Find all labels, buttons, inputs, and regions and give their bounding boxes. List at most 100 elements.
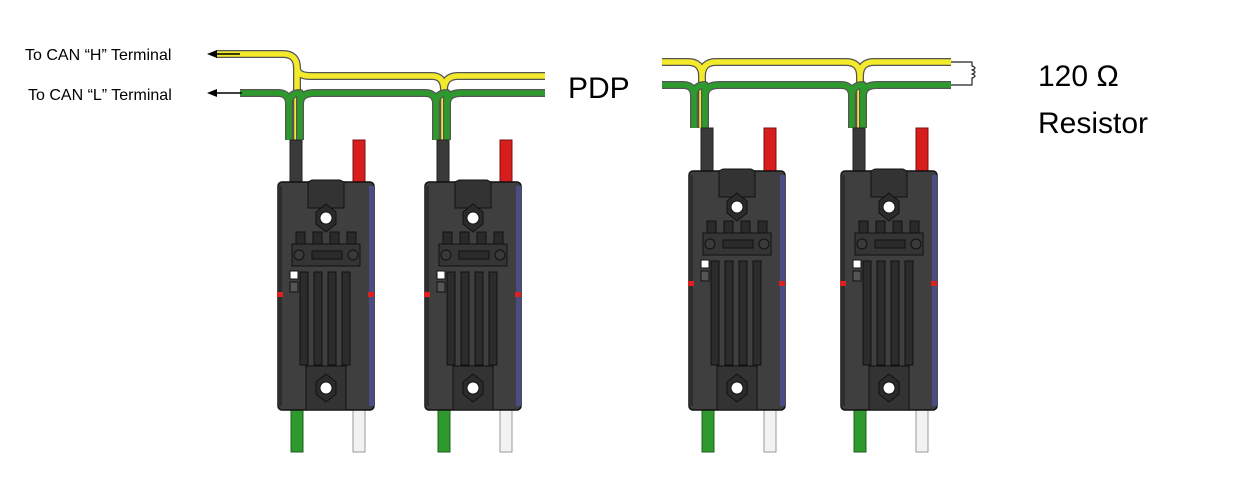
top-mount-tab xyxy=(718,168,756,198)
right-indicator xyxy=(515,292,521,297)
ground-wire xyxy=(915,405,929,453)
top-mount-hole xyxy=(882,200,896,214)
top-rib xyxy=(346,231,357,245)
power-wire xyxy=(763,127,777,176)
resistor-value-label: 120 Ω xyxy=(1038,60,1119,93)
ground-side-wire xyxy=(701,405,715,453)
vent-slot xyxy=(341,271,351,366)
status-square xyxy=(852,259,862,269)
device-left-edge xyxy=(841,175,845,406)
top-rib xyxy=(740,220,751,234)
ground-wire xyxy=(499,405,513,453)
status-square xyxy=(289,270,299,280)
right-indicator xyxy=(368,292,374,297)
right-wiring xyxy=(662,58,976,128)
can-wire-sleeve xyxy=(852,127,866,176)
label-slot xyxy=(722,239,754,249)
top-rib xyxy=(706,220,717,234)
left-indicator xyxy=(840,281,846,286)
top-rib xyxy=(329,231,340,245)
can-h-wire-left xyxy=(216,50,545,140)
top-rib xyxy=(442,231,453,245)
bottom-mount-hole xyxy=(466,381,480,395)
vent-slot xyxy=(752,260,762,366)
device-side-edge xyxy=(780,175,785,406)
power-wire xyxy=(915,127,929,176)
top-rib xyxy=(723,220,734,234)
right-screw-icon xyxy=(910,238,922,250)
can-wire-sleeve xyxy=(700,127,714,176)
can-wire-sleeve xyxy=(436,139,450,187)
pdp-label: PDP xyxy=(568,72,630,105)
can-device-3 xyxy=(688,127,786,453)
can-device-2 xyxy=(424,139,522,453)
left-screw-icon xyxy=(440,249,452,261)
can-device-4 xyxy=(840,127,938,453)
can-h-wire-right xyxy=(662,58,951,128)
vent-slot xyxy=(313,271,323,366)
right-screw-icon xyxy=(347,249,359,261)
resistor-icon xyxy=(951,61,976,86)
top-rib xyxy=(858,220,869,234)
top-rib xyxy=(909,220,920,234)
bottom-mount-hole xyxy=(319,381,333,395)
ground-wire xyxy=(352,405,366,453)
can-device-1 xyxy=(277,139,375,453)
top-mount-hole xyxy=(319,211,333,225)
resistor-word-label: Resistor xyxy=(1038,107,1148,140)
top-rib xyxy=(295,231,306,245)
power-wire xyxy=(352,139,366,187)
vent-slot xyxy=(327,271,337,366)
left-screw-icon xyxy=(856,238,868,250)
top-mount-tab xyxy=(870,168,908,198)
ground-side-wire xyxy=(290,405,304,453)
right-screw-icon xyxy=(758,238,770,250)
vent-slot xyxy=(904,260,914,366)
can-l-wire-right xyxy=(662,81,951,128)
top-mount-tab xyxy=(307,179,345,209)
top-rib xyxy=(459,231,470,245)
vent-slot xyxy=(474,271,484,366)
bottom-mount-hole xyxy=(730,381,744,395)
device-side-edge xyxy=(932,175,937,406)
vent-slot xyxy=(488,271,498,366)
vent-slot xyxy=(460,271,470,366)
id-mark xyxy=(436,281,446,293)
label-slot xyxy=(458,250,490,260)
top-rib xyxy=(312,231,323,245)
can-l-arrow-icon xyxy=(207,89,242,97)
bottom-mount-hole xyxy=(882,381,896,395)
vent-slot xyxy=(710,260,720,366)
left-indicator xyxy=(688,281,694,286)
power-wire xyxy=(499,139,513,187)
left-wiring xyxy=(216,50,545,140)
ground-side-wire xyxy=(437,405,451,453)
ground-side-wire xyxy=(853,405,867,453)
left-screw-icon xyxy=(704,238,716,250)
vent-slot xyxy=(299,271,309,366)
vent-slot xyxy=(876,260,886,366)
right-indicator xyxy=(931,281,937,286)
can-h-label: To CAN “H” Terminal xyxy=(25,47,171,64)
top-mount-hole xyxy=(730,200,744,214)
top-rib xyxy=(757,220,768,234)
left-indicator xyxy=(424,292,430,297)
left-indicator xyxy=(277,292,283,297)
vent-slot xyxy=(724,260,734,366)
vent-slot xyxy=(738,260,748,366)
can-wire-sleeve xyxy=(289,139,303,187)
top-mount-hole xyxy=(466,211,480,225)
device-left-edge xyxy=(689,175,693,406)
can-l-label: To CAN “L” Terminal xyxy=(28,87,172,104)
left-screw-icon xyxy=(293,249,305,261)
can-l-wire-left xyxy=(240,89,545,140)
label-slot xyxy=(874,239,906,249)
right-screw-icon xyxy=(494,249,506,261)
vent-slot xyxy=(890,260,900,366)
id-mark xyxy=(289,281,299,293)
top-rib xyxy=(493,231,504,245)
vent-slot xyxy=(446,271,456,366)
label-slot xyxy=(311,250,343,260)
top-rib xyxy=(875,220,886,234)
